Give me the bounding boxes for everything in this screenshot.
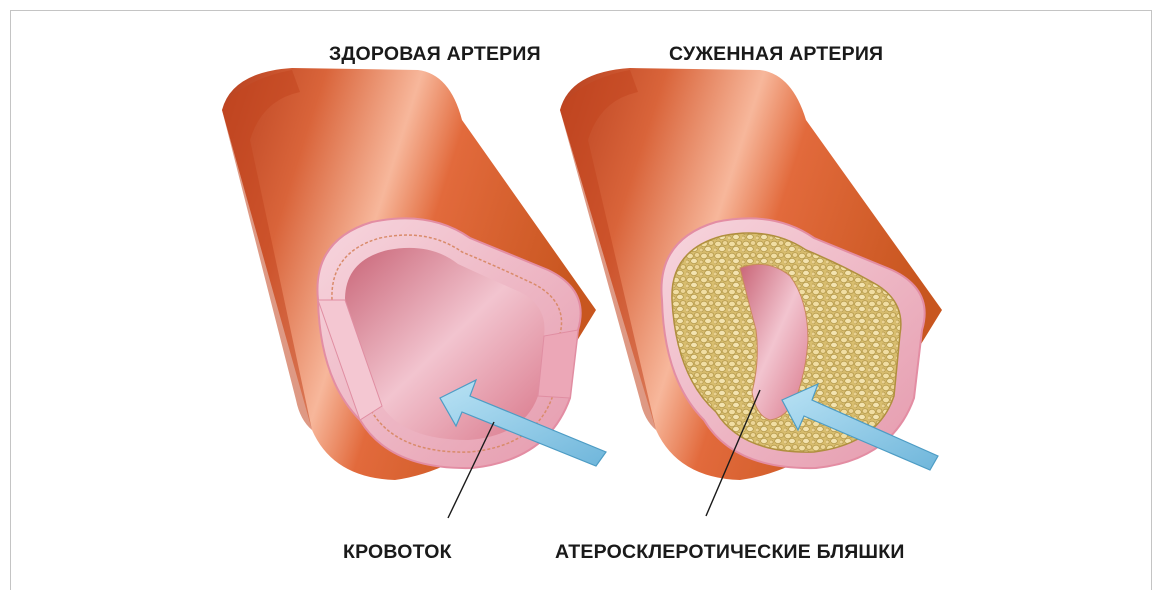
narrowed-artery bbox=[560, 68, 942, 480]
healthy-artery bbox=[222, 68, 596, 480]
label-atherosclerotic-plaques: АТЕРОСКЛЕРОТИЧЕСКИЕ БЛЯШКИ bbox=[555, 541, 905, 564]
artery-illustration bbox=[0, 0, 1164, 578]
title-narrowed-artery: СУЖЕННАЯ АРТЕРИЯ bbox=[669, 43, 883, 66]
title-healthy-artery: ЗДОРОВАЯ АРТЕРИЯ bbox=[329, 43, 541, 66]
label-blood-flow: КРОВОТОК bbox=[343, 541, 452, 564]
